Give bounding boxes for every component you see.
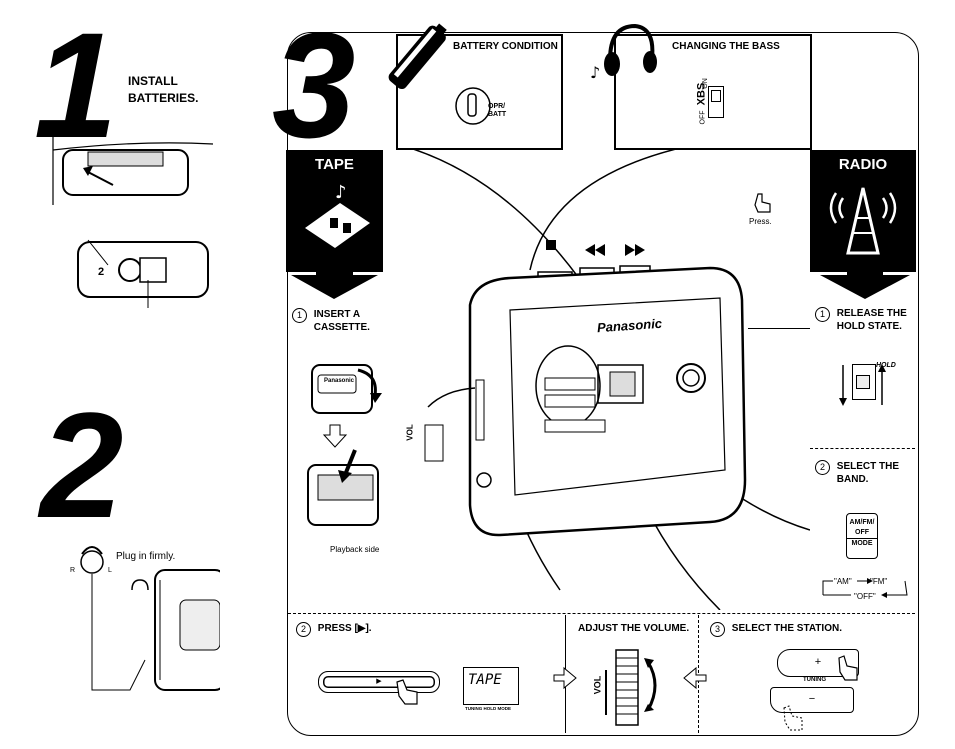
circled-3: 3: [710, 622, 725, 637]
headphone-plug-illustration: R L: [70, 546, 220, 691]
release-hold-line2: HOLD STATE.: [836, 321, 902, 332]
tape-arrow-down: [291, 265, 378, 299]
radio-step2-label: 2 SELECT THE BAND.: [815, 460, 899, 486]
band-am: "AM": [834, 577, 852, 586]
step1-title-line2: BATTERIES.: [128, 91, 199, 105]
svg-text:♪: ♪: [590, 63, 600, 82]
step3-frame: [287, 32, 919, 736]
hold-switch[interactable]: [852, 364, 876, 400]
antenna-tower-icon: [829, 187, 897, 255]
lcd-sub-labels: TUNING HOLD MODE: [465, 706, 511, 711]
select-band-line2: BAND.: [836, 474, 869, 485]
playback-side-label: Playback side: [330, 545, 380, 554]
press-finger-icon: [754, 193, 771, 213]
band-switch[interactable]: AM/FM/ OFF MODE: [846, 513, 878, 559]
tuning-minus-button[interactable]: −: [770, 687, 854, 713]
tuning-finger-dashed-icon: [783, 705, 803, 731]
step1-title: INSTALL BATTERIES.: [128, 73, 198, 107]
tape-header-label: TAPE: [315, 156, 354, 173]
tape-step1-label: 1 INSERT A CASSETTE.: [292, 308, 370, 334]
band-switch-line1: AM/FM/: [849, 519, 875, 526]
press-hint: Press.: [749, 217, 772, 226]
svg-text:L: L: [108, 567, 112, 574]
circled-2: 2: [296, 622, 311, 637]
tuning-finger-icon: [838, 655, 858, 681]
radio-step3-label: 3 SELECT THE STATION.: [710, 622, 842, 637]
svg-text:♪: ♪: [335, 182, 347, 203]
step-number-3: 3: [272, 1, 355, 169]
radio-header: RADIO: [810, 150, 916, 272]
adjust-volume-label: ADJUST THE VOLUME.: [578, 623, 690, 634]
volume-vol-label: VOL: [592, 675, 603, 695]
bottom-separator: [288, 613, 915, 614]
battery-icon: [388, 23, 447, 90]
battery-condition-title: BATTERY CONDITION: [453, 41, 558, 52]
tuning-plus-button[interactable]: +: [777, 649, 859, 677]
tape-header: TAPE ♪: [286, 150, 383, 272]
xbs-switch[interactable]: [708, 86, 724, 118]
band-switch-line3: MODE: [847, 538, 877, 549]
select-station-label: SELECT THE STATION.: [731, 623, 842, 634]
step-number-1: 1: [34, 1, 117, 169]
xbs-off-label: OFF: [699, 110, 707, 125]
finger-press-icon: [396, 679, 418, 705]
step-number-2: 2: [40, 381, 123, 549]
battery-condition-box: BATTERY CONDITION OPR/ BATT: [396, 34, 563, 150]
release-hold-line1: RELEASE THE: [836, 308, 907, 319]
volume-section-divider-right: [698, 615, 699, 733]
play-button[interactable]: ▶: [318, 671, 440, 693]
insert-cassette-line1: INSERT A: [313, 309, 361, 320]
insert-cassette-line2: CASSETTE.: [313, 322, 370, 333]
opr-label: OPR/: [488, 103, 506, 110]
cassette-brand-label: Panasonic: [324, 378, 355, 384]
changing-bass-box: CHANGING THE BASS XBS OFF ON: [614, 34, 812, 150]
circled-1-radio: 1: [815, 307, 830, 322]
opr-batt-button-icon: [455, 87, 491, 125]
hold-label: HOLD: [876, 362, 896, 369]
press-play-label: PRESS [▶].: [317, 623, 372, 634]
cassette-music-icon: ♪: [304, 182, 370, 248]
circled-1: 1: [292, 308, 307, 323]
opr-batt-label: OPR/ BATT: [488, 103, 506, 119]
lcd-display-text: TAPE: [468, 672, 502, 688]
headphone-icon: ♪: [590, 23, 657, 82]
lcd-display: TAPE TUNING HOLD MODE: [463, 667, 519, 711]
radio-step1-label: 1 RELEASE THE HOLD STATE.: [815, 307, 907, 333]
band-off: "OFF": [854, 592, 876, 601]
tape-step2-label: 2 PRESS [▶].: [296, 622, 372, 637]
tuning-plus-label: +: [814, 656, 822, 668]
radio-arrow-down: [820, 265, 910, 299]
cassette-player-device: [413, 150, 810, 610]
volume-wheel-illustration: [553, 649, 707, 726]
radio-header-label: RADIO: [838, 156, 888, 173]
device-vol-label: VOL: [405, 424, 415, 441]
tuning-minus-label: −: [808, 693, 816, 705]
plug-in-text: Plug in firmly.: [116, 551, 176, 562]
band-switch-line2: OFF: [855, 529, 869, 536]
radio-divider-line: [748, 328, 810, 329]
band-cycle-arrows: [822, 578, 908, 598]
tuning-label: TUNING: [803, 677, 826, 683]
batt-label: BATT: [488, 111, 507, 118]
insert-cassette-illustration: [307, 364, 382, 526]
select-band-line1: SELECT THE: [836, 461, 900, 472]
radio-separator: [810, 448, 915, 449]
battery-install-illustration: 2: [52, 130, 214, 308]
svg-text:R: R: [70, 567, 75, 574]
step1-title-line1: INSTALL: [128, 74, 178, 88]
circled-2-radio: 2: [815, 460, 830, 475]
band-fm: "FM": [870, 577, 888, 586]
hold-arrows: [839, 364, 886, 406]
svg-text:2: 2: [98, 266, 104, 278]
changing-bass-title: CHANGING THE BASS: [672, 41, 780, 52]
